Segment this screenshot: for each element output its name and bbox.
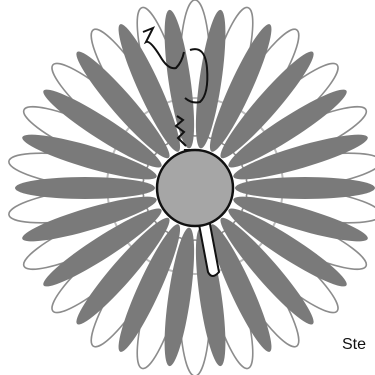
filled-petal bbox=[235, 177, 375, 199]
center-disk bbox=[157, 150, 233, 226]
corner-label: Ste bbox=[342, 336, 366, 354]
filled-petal bbox=[15, 177, 155, 199]
